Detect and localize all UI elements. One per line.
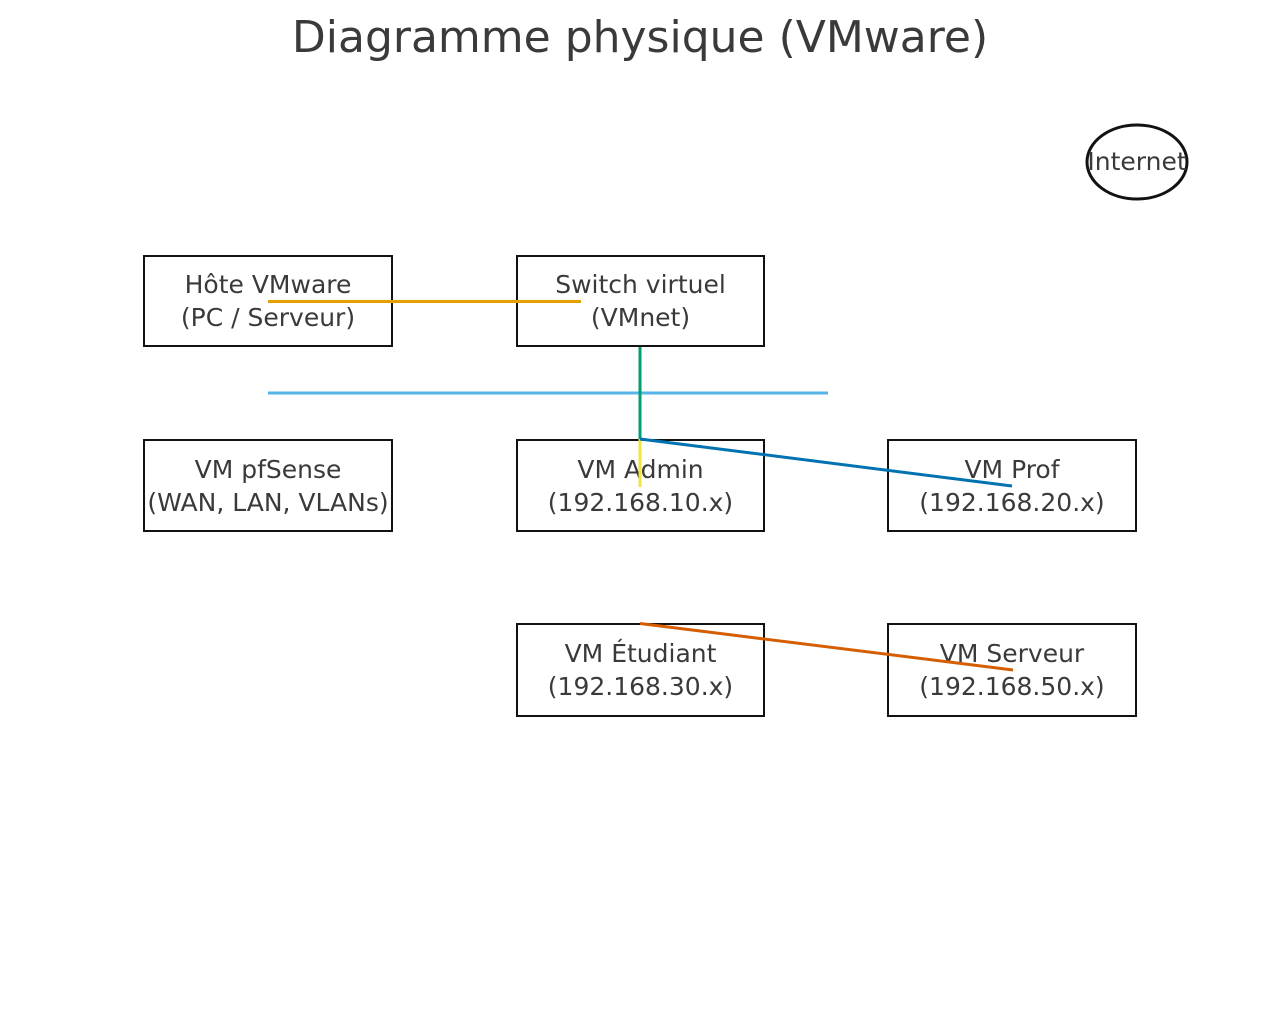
node-label: VM Prof [964, 454, 1060, 484]
node-vm-etudiant: VM Étudiant (192.168.30.x) [516, 623, 765, 717]
node-label: VM Étudiant [564, 639, 717, 668]
diagram-title: Diagramme physique (VMware) [291, 12, 989, 63]
node-switch-virtuel: Switch virtuel (VMnet) [516, 255, 765, 347]
node-internet-label: Internet [1087, 147, 1187, 176]
node-sublabel: (192.168.30.x) [547, 672, 734, 701]
node-sublabel: (PC / Serveur) [180, 303, 356, 332]
node-sublabel: (192.168.50.x) [919, 672, 1105, 701]
node-sublabel: (192.168.20.x) [919, 487, 1105, 517]
node-hote-vmware: Hôte VMware (PC / Serveur) [143, 255, 393, 347]
node-vm-serveur: VM Serveur (192.168.50.x) [887, 623, 1137, 717]
node-label: Switch virtuel [555, 270, 726, 299]
node-label: VM Admin [577, 454, 704, 484]
node-vm-pfsense: VM pfSense (WAN, LAN, VLANs) [143, 439, 393, 532]
node-label: VM Serveur [939, 639, 1085, 668]
node-sublabel: (WAN, LAN, VLANs) [147, 487, 389, 517]
node-vm-admin: VM Admin (192.168.10.x) [516, 439, 765, 532]
node-label: VM pfSense [194, 454, 342, 484]
node-label: Hôte VMware [184, 270, 352, 299]
node-sublabel: (VMnet) [590, 303, 691, 332]
node-sublabel: (192.168.10.x) [547, 487, 734, 517]
node-vm-prof: VM Prof (192.168.20.x) [887, 439, 1137, 532]
